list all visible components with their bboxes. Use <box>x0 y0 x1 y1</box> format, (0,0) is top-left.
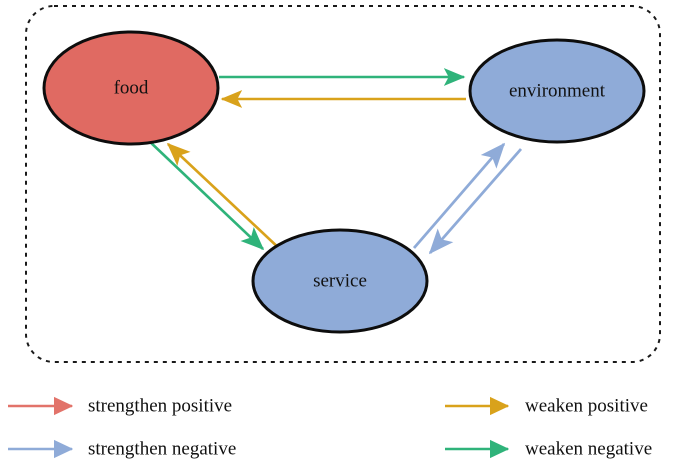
node-environment-label: environment <box>509 80 606 101</box>
legend-item-weaken-positive: weaken positive <box>445 395 648 416</box>
legend: strengthen positive weaken positive stre… <box>8 395 652 459</box>
legend-item-strengthen-positive: strengthen positive <box>8 395 232 416</box>
node-food-ellipse[interactable] <box>42 30 220 146</box>
node-environment[interactable]: environment <box>468 38 646 144</box>
edge-environment-to-service <box>428 148 523 255</box>
legend-label-strengthen-negative: strengthen negative <box>88 438 236 459</box>
legend-item-weaken-negative: weaken negative <box>445 438 652 459</box>
edge-service-to-food <box>166 142 283 252</box>
node-service[interactable]: service <box>251 228 429 334</box>
node-environment-ellipse[interactable] <box>468 38 646 144</box>
node-service-label: service <box>313 270 367 291</box>
legend-label-strengthen-positive: strengthen positive <box>88 395 232 416</box>
diagram-container-box <box>25 5 661 363</box>
legend-label-weaken-negative: weaken negative <box>525 438 652 459</box>
node-food[interactable]: food <box>42 30 220 146</box>
legend-label-weaken-positive: weaken positive <box>525 395 648 416</box>
node-service-ellipse[interactable] <box>251 228 429 334</box>
edge-service-to-environment <box>412 142 506 249</box>
legend-item-strengthen-negative: strengthen negative <box>8 438 236 459</box>
edge-food-to-service <box>147 139 265 251</box>
node-food-label: food <box>114 77 149 98</box>
